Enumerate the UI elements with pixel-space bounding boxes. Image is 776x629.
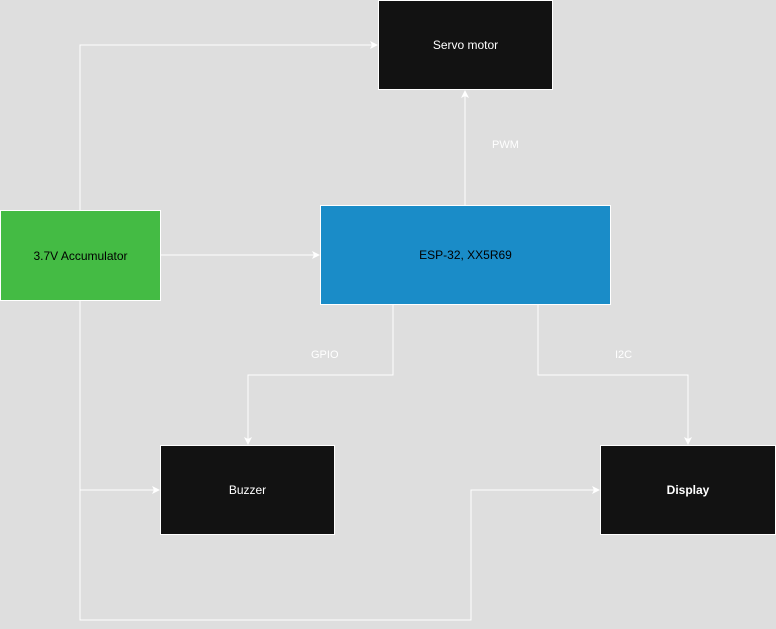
esp32-block[interactable]: ESP-32, XX5R69 [320, 205, 611, 305]
accumulator-label: 3.7V Accumulator [33, 248, 128, 263]
connector-accumulator-servo [79, 41, 378, 210]
esp32-label: ESP-32, XX5R69 [419, 248, 512, 262]
gpio-edge-label: GPIO [311, 349, 339, 361]
connector-accumulator-display [79, 486, 600, 621]
i2c-edge-label: I2C [615, 349, 633, 361]
accumulator-block[interactable]: 3.7V Accumulator [0, 210, 161, 301]
pwm-edge-label: PWM [492, 139, 519, 151]
connector-accumulator-buzzer [79, 300, 160, 494]
display-block[interactable]: Display [600, 445, 776, 535]
servo-motor-block[interactable]: Servo motor [378, 0, 553, 90]
connector-esp-display-i2c [537, 305, 692, 445]
display-label: Display [666, 483, 710, 497]
servo-motor-label: Servo motor [432, 38, 499, 52]
buzzer-block[interactable]: Buzzer [160, 445, 335, 535]
connector-esp-buzzer-gpio [244, 305, 394, 445]
buzzer-label: Buzzer [228, 483, 267, 497]
